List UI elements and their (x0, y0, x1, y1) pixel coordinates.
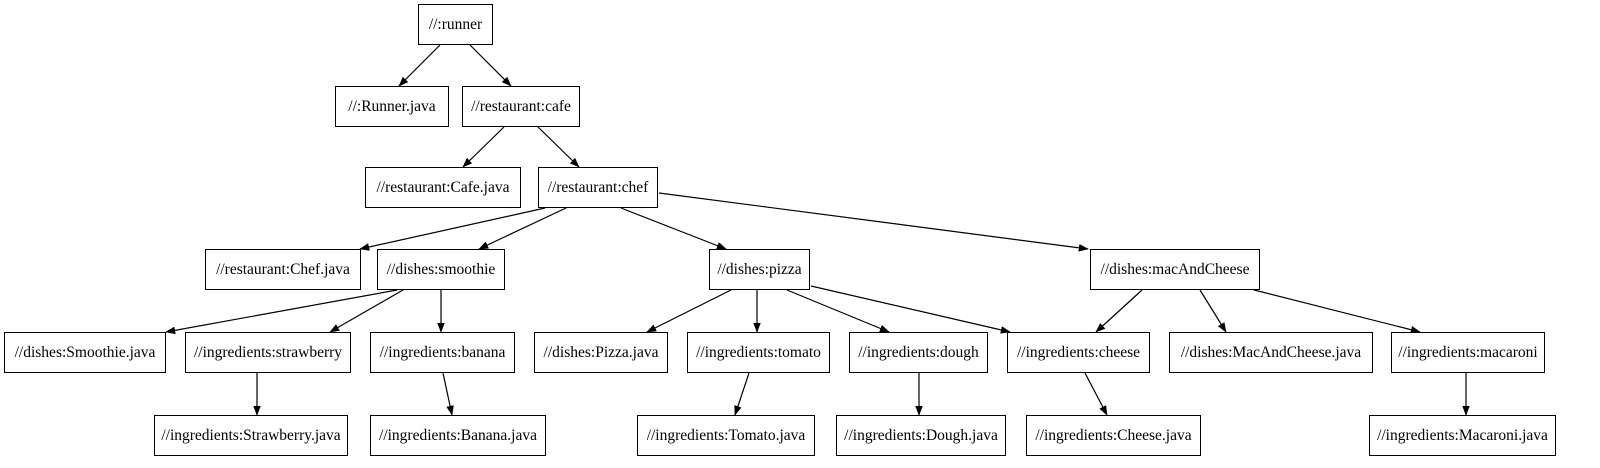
graph-node-label: //dishes:Smoothie.java (14, 343, 156, 361)
graph-edge-banana-to-banana_java (442, 372, 454, 416)
graph-node-label: //dishes:pizza (717, 260, 802, 278)
graph-node-label: //ingredients:Tomato.java (646, 426, 806, 444)
graph-node-label: //ingredients:Macaroni.java (1377, 426, 1548, 444)
graph-node-cafe[interactable]: //restaurant:cafe (462, 86, 580, 127)
graph-node-label: //ingredients:Strawberry.java (161, 426, 341, 444)
graph-edge-pizza-to-dough (786, 289, 890, 333)
graph-node-banana_java[interactable]: //ingredients:Banana.java (370, 415, 546, 456)
graph-edge-macandcheese-to-cheese (1095, 289, 1143, 333)
graph-edge-chef-to-macandcheese (658, 192, 1089, 252)
graph-node-strawberry[interactable]: //ingredients:strawberry (185, 332, 351, 373)
graph-edge-chef-to-chef_java (359, 207, 546, 251)
graph-node-cheese[interactable]: //ingredients:cheese (1007, 332, 1150, 373)
graph-node-cafe_java[interactable]: //restaurant:Cafe.java (365, 167, 521, 208)
graph-node-label: //:runner (428, 15, 483, 33)
graph-node-dough_java[interactable]: //ingredients:Dough.java (836, 415, 1006, 456)
graph-edge-pizza-to-pizza_java (646, 289, 732, 333)
graph-edge-macandcheese-to-macandcheese_java (1199, 289, 1227, 333)
graph-node-label: //ingredients:dough (858, 343, 979, 361)
graph-node-smoothie_java[interactable]: //dishes:Smoothie.java (4, 332, 166, 373)
graph-node-pizza_java[interactable]: //dishes:Pizza.java (534, 332, 668, 373)
graph-edge-tomato-to-tomato_java (734, 372, 750, 416)
graph-node-label: //restaurant:Chef.java (216, 260, 350, 278)
graph-node-label: //ingredients:strawberry (193, 343, 343, 361)
graph-node-label: //restaurant:cafe (471, 97, 571, 115)
graph-edge-cheese-to-cheese_java (1084, 372, 1108, 416)
graph-node-label: //ingredients:Cheese.java (1035, 426, 1192, 444)
graph-edge-chef-to-pizza (620, 207, 727, 250)
graph-node-label: //dishes:smoothie (386, 260, 496, 278)
graph-node-dough[interactable]: //ingredients:dough (849, 332, 988, 373)
graph-edge-smoothie-to-strawberry (329, 289, 404, 333)
graph-node-tomato_java[interactable]: //ingredients:Tomato.java (637, 415, 815, 456)
graph-edge-runner-to-cafe (469, 44, 512, 87)
graph-node-label: //:Runner.java (348, 97, 436, 115)
graph-node-label: //dishes:MacAndCheese.java (1180, 343, 1362, 361)
graph-node-macaroni_java[interactable]: //ingredients:Macaroni.java (1369, 415, 1556, 456)
graph-node-runner[interactable]: //:runner (418, 4, 493, 45)
edge-group (165, 44, 1470, 416)
graph-node-runner_java[interactable]: //:Runner.java (335, 86, 449, 127)
graph-node-cheese_java[interactable]: //ingredients:Cheese.java (1026, 415, 1201, 456)
graph-node-tomato[interactable]: //ingredients:tomato (687, 332, 830, 373)
graph-node-label: //ingredients:cheese (1016, 343, 1141, 361)
graph-node-chef_java[interactable]: //restaurant:Chef.java (205, 249, 361, 290)
graph-edge-pizza-to-cheese (810, 285, 1011, 334)
graph-node-label: //dishes:macAndCheese (1100, 260, 1250, 278)
graph-node-banana[interactable]: //ingredients:banana (370, 332, 515, 373)
graph-node-label: //ingredients:macaroni (1398, 343, 1538, 361)
graph-edge-runner-to-runner_java (398, 44, 441, 87)
graph-node-label: //restaurant:chef (547, 178, 649, 196)
graph-edge-macandcheese-to-macaroni (1253, 289, 1421, 334)
graph-node-macaroni[interactable]: //ingredients:macaroni (1391, 332, 1545, 373)
graph-edge-smoothie-to-smoothie_java (165, 289, 398, 335)
graph-edge-cafe-to-cafe_java (462, 126, 505, 168)
graph-node-strawberry_java[interactable]: //ingredients:Strawberry.java (154, 415, 348, 456)
graph-edge-chef-to-smoothie (478, 207, 567, 250)
graph-node-macandcheese[interactable]: //dishes:macAndCheese (1090, 249, 1260, 290)
graph-node-chef[interactable]: //restaurant:chef (538, 167, 658, 208)
graph-node-macandcheese_java[interactable]: //dishes:MacAndCheese.java (1169, 332, 1373, 373)
graph-node-label: //ingredients:Dough.java (844, 426, 998, 444)
graph-node-label: //restaurant:Cafe.java (376, 178, 510, 196)
graph-node-label: //dishes:Pizza.java (543, 343, 659, 361)
graph-node-label: //ingredients:banana (379, 343, 506, 361)
graph-node-label: //ingredients:Banana.java (379, 426, 537, 444)
graph-node-pizza[interactable]: //dishes:pizza (709, 249, 810, 290)
graph-edge-cafe-to-chef (537, 126, 580, 168)
graph-node-label: //ingredients:tomato (696, 343, 821, 361)
graph-node-smoothie[interactable]: //dishes:smoothie (377, 249, 505, 290)
